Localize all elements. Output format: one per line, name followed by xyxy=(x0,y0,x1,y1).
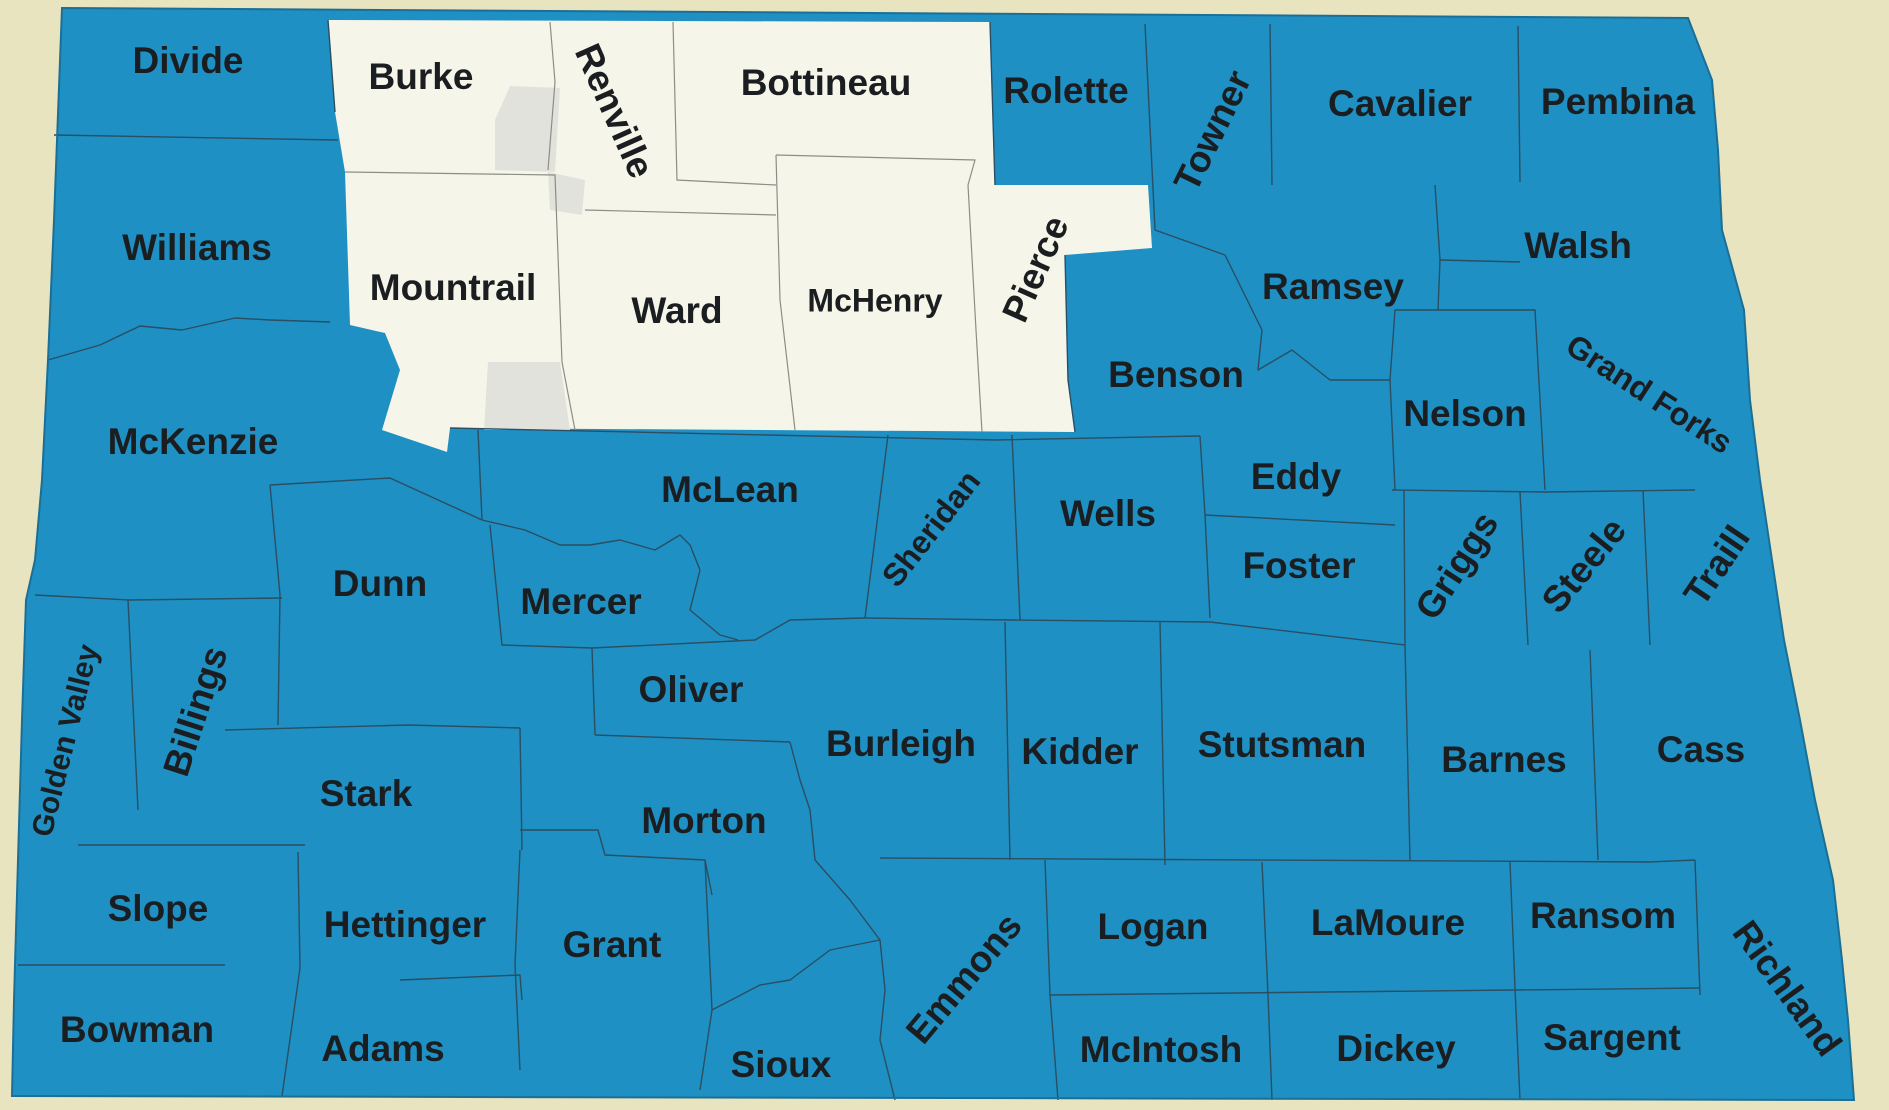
county-label-rolette: Rolette xyxy=(1003,70,1128,111)
county-borders xyxy=(18,19,1701,1101)
county-label-cass: Cass xyxy=(1657,729,1745,770)
county-label-burke: Burke xyxy=(369,56,474,97)
county-label-morton: Morton xyxy=(641,800,766,841)
county-label-hettinger: Hettinger xyxy=(324,904,486,945)
county-label-logan: Logan xyxy=(1098,906,1209,947)
county-label-foster: Foster xyxy=(1242,545,1355,586)
county-label-oliver: Oliver xyxy=(639,669,744,710)
county-label-stutsman: Stutsman xyxy=(1198,724,1367,765)
county-label-ward: Ward xyxy=(631,290,722,331)
state-outline xyxy=(10,6,1856,1102)
county-label-williams: Williams xyxy=(122,227,272,268)
county-label-divide: Divide xyxy=(132,40,243,81)
county-label-eddy: Eddy xyxy=(1251,456,1342,497)
county-label-mclean: McLean xyxy=(661,469,799,510)
county-label-sioux: Sioux xyxy=(731,1044,832,1085)
county-label-dunn: Dunn xyxy=(333,563,428,604)
county-label-nelson: Nelson xyxy=(1403,393,1526,434)
county-label-dickey: Dickey xyxy=(1336,1028,1456,1069)
county-label-burleigh: Burleigh xyxy=(826,723,976,764)
county-label-slope: Slope xyxy=(108,888,209,929)
highlight-shading xyxy=(484,362,570,430)
county-label-sargent: Sargent xyxy=(1543,1017,1681,1058)
county-label-mckenzie: McKenzie xyxy=(108,421,279,462)
highlight-shading xyxy=(548,172,585,215)
county-label-mcintosh: McIntosh xyxy=(1080,1029,1242,1070)
county-label-lamoure: LaMoure xyxy=(1311,902,1465,943)
county-label-ramsey: Ramsey xyxy=(1262,266,1404,307)
county-label-adams: Adams xyxy=(321,1028,444,1069)
county-label-stark: Stark xyxy=(320,773,413,814)
county-label-mchenry: McHenry xyxy=(807,282,942,318)
county-label-cavalier: Cavalier xyxy=(1328,83,1472,124)
county-label-ransom: Ransom xyxy=(1530,895,1676,936)
county-label-bowman: Bowman xyxy=(60,1009,214,1050)
highlight-shading xyxy=(495,86,560,172)
county-label-bottineau: Bottineau xyxy=(741,62,912,103)
county-label-grant: Grant xyxy=(563,924,662,965)
county-label-mercer: Mercer xyxy=(520,581,641,622)
county-label-pembina: Pembina xyxy=(1541,81,1696,122)
county-label-barnes: Barnes xyxy=(1441,739,1566,780)
county-label-mountrail: Mountrail xyxy=(370,267,536,308)
county-label-kidder: Kidder xyxy=(1021,731,1138,772)
county-label-wells: Wells xyxy=(1060,493,1156,534)
county-label-walsh: Walsh xyxy=(1524,225,1632,266)
county-label-benson: Benson xyxy=(1108,354,1244,395)
